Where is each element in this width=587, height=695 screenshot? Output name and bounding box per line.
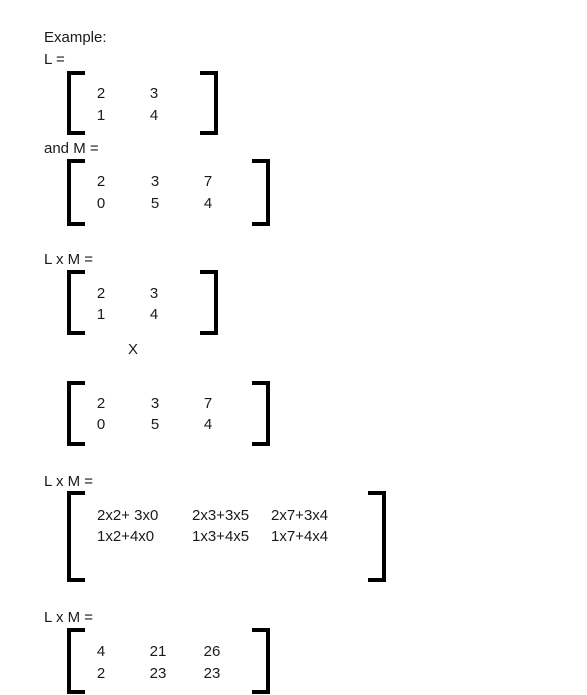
bracket-left [67, 270, 85, 335]
matrix-cell: 2 [96, 85, 106, 102]
matrix-cell: 2x7+3x4 [271, 507, 329, 524]
matrix-cell: 2 [96, 173, 106, 190]
matrix-cell: 0 [96, 416, 106, 433]
bracket-right [252, 628, 270, 694]
matrix-cell: 7 [203, 173, 213, 190]
matrix-cell: 1x2+4x0 [97, 528, 155, 545]
bracket-left [67, 381, 85, 446]
label-l-times-m-1: L x M = [44, 251, 94, 268]
matrix-cell: 5 [150, 195, 160, 212]
matrix-cell: 2 [96, 665, 106, 682]
bracket-left [67, 159, 85, 226]
matrix-cell: 4 [149, 107, 159, 124]
matrix-cell: 2 [96, 285, 106, 302]
bracket-right [252, 159, 270, 226]
matrix-cell: 2x2+ 3x0 [97, 507, 159, 524]
matrix-cell: 26 [203, 643, 221, 660]
matrix-cell: 2x3+3x5 [192, 507, 250, 524]
matrix-cell: 1 [96, 306, 106, 323]
times-sign: X [128, 341, 139, 358]
bracket-left [67, 628, 85, 694]
matrix-cell: 3 [149, 285, 159, 302]
matrix-cell: 2 [96, 395, 106, 412]
matrix-cell: 1 [96, 107, 106, 124]
matrix-cell: 4 [203, 195, 213, 212]
matrix-cell: 23 [203, 665, 221, 682]
matrix-cell: 3 [150, 173, 160, 190]
matrix-cell: 3 [149, 85, 159, 102]
bracket-left [67, 71, 85, 135]
matrix-cell: 4 [203, 416, 213, 433]
label-and-m: and M = [44, 140, 99, 157]
matrix-cell: 0 [96, 195, 106, 212]
matrix-cell: 1x3+4x5 [192, 528, 250, 545]
matrix-cell: 23 [149, 665, 167, 682]
matrix-cell: 3 [150, 395, 160, 412]
label-l: L = [44, 51, 65, 68]
bracket-right [200, 270, 218, 335]
bracket-right [368, 491, 386, 582]
example-heading: Example: [44, 29, 107, 46]
label-l-times-m-3: L x M = [44, 609, 94, 626]
matrix-cell: 4 [96, 643, 106, 660]
matrix-cell: 5 [150, 416, 160, 433]
matrix-cell: 1x7+4x4 [271, 528, 329, 545]
matrix-cell: 21 [149, 643, 167, 660]
matrix-cell: 7 [203, 395, 213, 412]
bracket-right [252, 381, 270, 446]
label-l-times-m-2: L x M = [44, 473, 94, 490]
matrix-cell: 4 [149, 306, 159, 323]
bracket-left [67, 491, 85, 582]
bracket-right [200, 71, 218, 135]
